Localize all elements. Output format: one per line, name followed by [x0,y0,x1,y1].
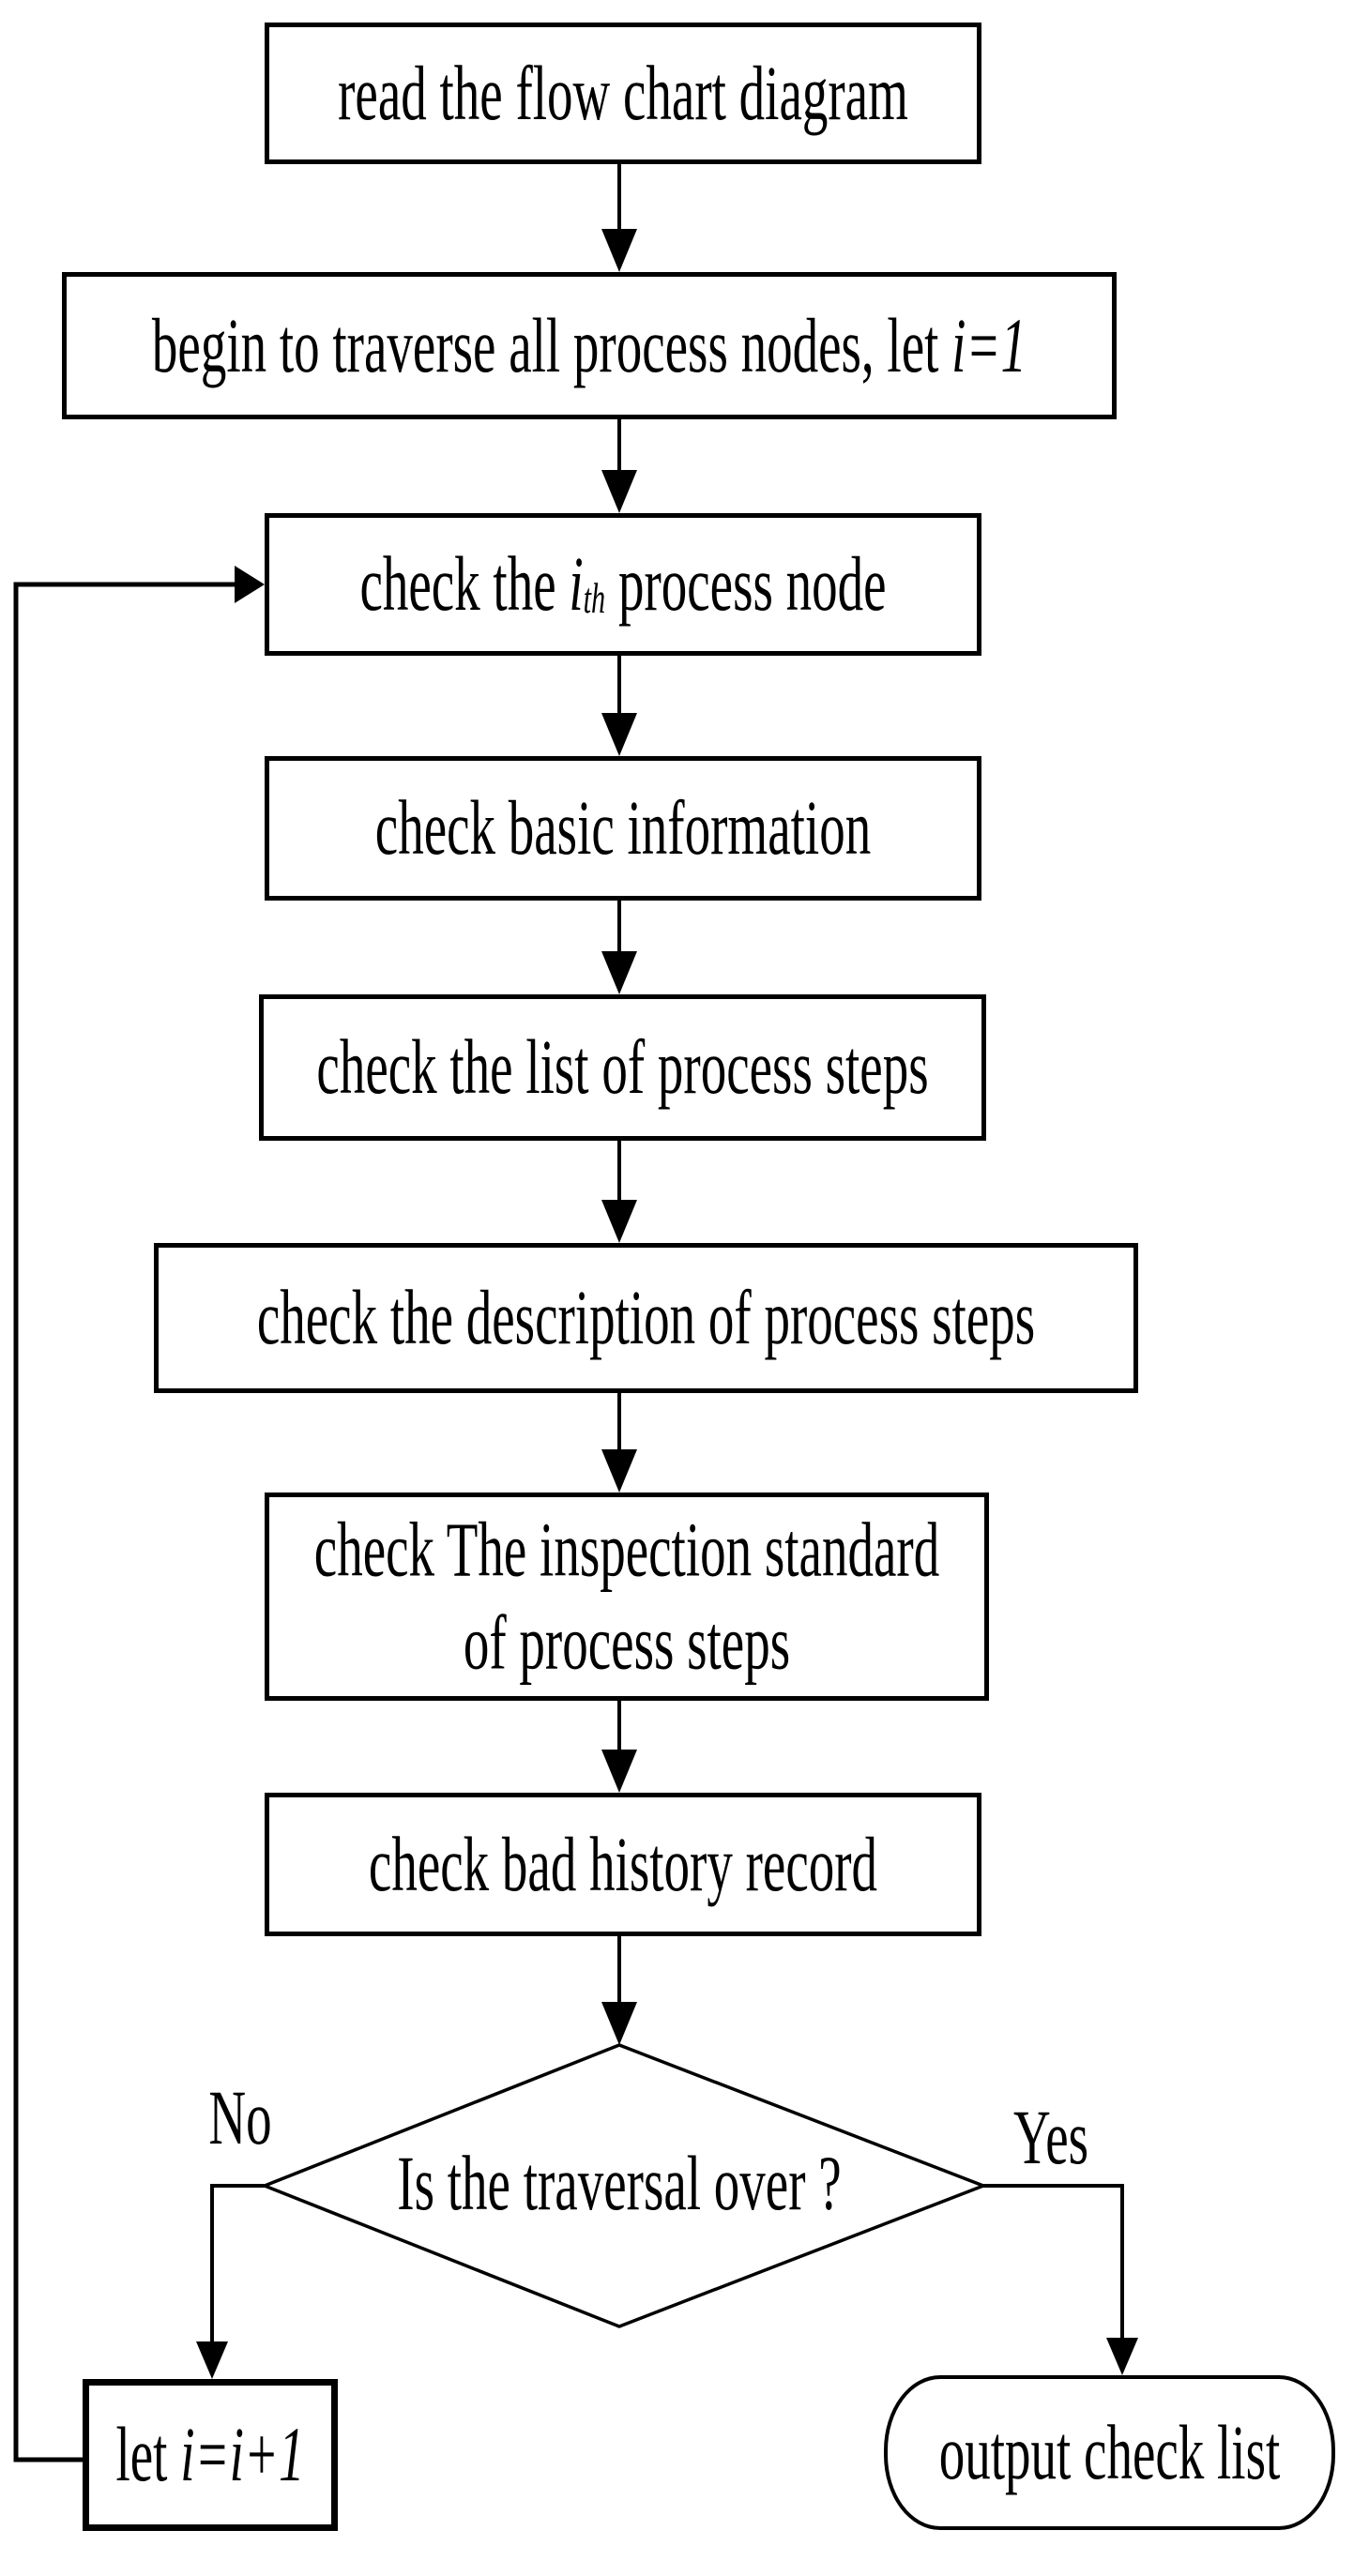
node-output-check-list-label: output check list [938,2409,1281,2495]
label-text: begin to traverse all process nodes, let [151,302,952,388]
arrowhead-down-icon [601,1449,637,1493]
node-check-basic-info-label: check basic information [374,784,872,871]
label-subscript: th [583,575,606,624]
node-check-bad-history-label: check bad history record [368,1821,878,1907]
edge-basic-to-list [601,901,637,994]
arrowhead-down-icon [601,713,637,756]
yes-label: Yes [1012,2094,1089,2181]
branch-label-yes: Yes [976,2095,1126,2181]
label-text: process node [605,540,887,628]
edge-decision-yes-to-output [983,2184,1138,2375]
node-begin-traverse-label: begin to traverse all process nodes, let… [152,299,1027,392]
label-variable: i [569,540,584,628]
arrowhead-right-icon [235,566,265,603]
arrowhead-down-icon [196,2341,228,2379]
node-check-steps-description-label: check the description of process steps [256,1274,1036,1361]
branch-label-no: No [165,2075,315,2161]
no-label: No [208,2074,272,2161]
node-read-flowchart: read the flow chart diagram [265,23,981,164]
node-check-ith-process: check the ith process node [265,513,981,656]
label-expression: i=1 [951,302,1027,388]
node-check-basic-info: check basic information [265,756,981,901]
edge-standard-to-history [601,1701,637,1793]
edge-begin-to-check-node [601,419,637,513]
arrowhead-down-icon [601,1750,637,1793]
node-increment-i-label: let i=i+1 [115,2409,304,2502]
label-expression: i=i+1 [180,2411,305,2498]
label-line2: of process steps [463,1599,791,1686]
arrowhead-down-icon [601,951,637,994]
decision-question-label: Is the traversal over ? [397,2140,842,2227]
label-text: check the [359,540,570,628]
edge-description-to-standard [601,1393,637,1493]
edge-decision-no-to-increment [196,2184,265,2379]
arrowhead-down-icon [601,229,637,272]
edge-list-to-description [601,1141,637,1243]
label-text: let [115,2411,181,2498]
node-read-flowchart-label: read the flow chart diagram [338,50,908,136]
node-check-ith-process-label: check the ith process node [359,538,886,631]
arrowhead-down-icon [601,1200,637,1243]
decision-question: Is the traversal over ? [312,2129,927,2238]
edge-history-to-decision [601,1936,637,2045]
edge-line [210,2184,265,2345]
edge-line [983,2184,1124,2341]
node-begin-traverse: begin to traverse all process nodes, let… [62,272,1117,419]
node-check-steps-list: check the list of process steps [259,994,986,1141]
node-check-bad-history: check bad history record [265,1793,981,1936]
node-check-steps-description: check the description of process steps [154,1243,1138,1393]
node-increment-i: let i=i+1 [83,2379,338,2531]
edge-line [13,582,238,2462]
edge-read-to-begin [601,164,637,272]
label-line1: check The inspection standard [313,1507,940,1593]
arrowhead-down-icon [601,2002,637,2045]
edge-check-node-to-basic [601,656,637,756]
node-output-check-list: output check list [884,2375,1335,2530]
node-check-steps-list-label: check the list of process steps [316,1023,929,1111]
arrowhead-down-icon [1106,2338,1138,2375]
edge-increment-loop-to-check-node [13,566,265,2462]
arrowhead-down-icon [601,470,637,513]
